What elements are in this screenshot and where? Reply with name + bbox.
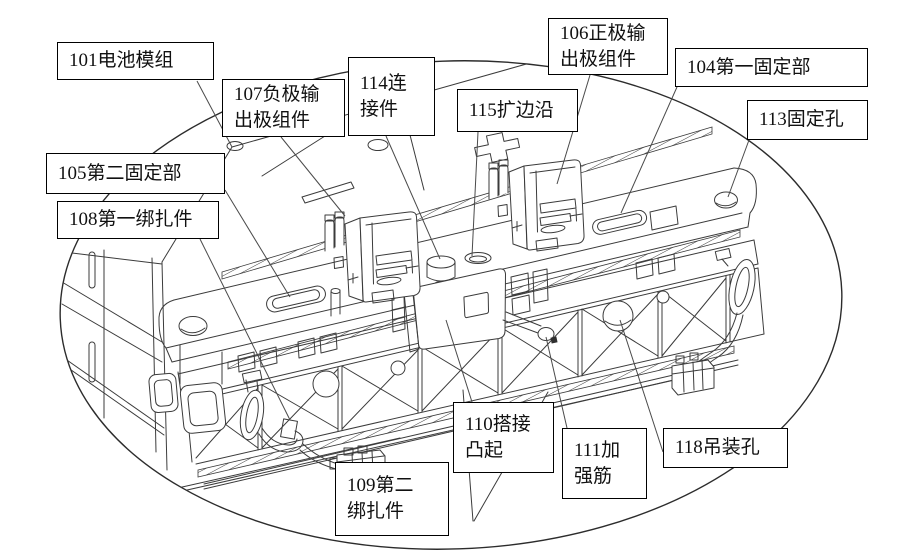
label-text: 绑扎件: [347, 501, 405, 522]
leader-105: [224, 189, 291, 298]
positive-output-assembly: [488, 159, 585, 252]
deck-left-cap: [158, 299, 175, 363]
label-text: 凸起: [465, 439, 504, 461]
label-text: 109第二: [347, 475, 414, 496]
top-face-slot: [301, 181, 355, 204]
expanded-rim: [464, 252, 492, 264]
label-text: 111加: [574, 439, 621, 461]
second-fixing-slot: [266, 285, 326, 313]
battery-module-drawing: [61, 62, 765, 522]
leader-118: [619, 319, 664, 453]
figure-label-101-battery-module: 101电池模组: [57, 42, 214, 80]
leader-111: [545, 336, 568, 429]
deck-right-cap: [733, 167, 757, 228]
lifting-hole: [602, 300, 634, 332]
figure-label-106-positive-output-assembly: 106正极输 出极组件: [548, 18, 668, 75]
platform-edge-right: [409, 134, 425, 191]
label-text: 115扩边沿: [469, 99, 554, 121]
fixing-hole: [714, 191, 738, 209]
label-text: 105第二固定部: [58, 162, 182, 184]
label-text: 113固定孔: [759, 109, 844, 130]
figure-label-115-expanded-rim: 115扩边沿: [457, 89, 578, 132]
figure-label-118-lifting-hole: 118吊装孔: [663, 428, 788, 468]
figure-label-105-second-fixing-part: 105第二固定部: [46, 153, 225, 194]
reinforcing-ribs: [191, 277, 727, 459]
label-text: 强筋: [574, 465, 613, 487]
leader-114: [385, 135, 441, 260]
first-fixing-slot: [592, 209, 648, 235]
leader-108: [199, 238, 291, 421]
label-text: 出极组件: [560, 48, 637, 70]
figure-label-107-negative-output-assembly: 107负极输 出极组件: [222, 79, 345, 137]
leader-lines: [196, 74, 750, 453]
top-face-cross-mark: [474, 132, 521, 163]
label-text: 108第一绑扎件: [69, 209, 193, 230]
label-text: 110搭接: [465, 413, 531, 435]
figure-label-104-first-fixing-part: 104第一固定部: [675, 48, 868, 87]
figure-label-109-second-binding-part: 109第二 绑扎件: [335, 462, 449, 536]
label-text: 101电池模组: [69, 50, 174, 71]
label-text: 114连: [360, 72, 407, 94]
deck-left-hole: [178, 316, 208, 336]
leader-104: [620, 86, 678, 214]
figure-label-111-reinforcing-rib: 111加 强筋: [562, 428, 647, 499]
figure-label-114-connector: 114连 接件: [348, 57, 435, 136]
label-text: 接件: [360, 98, 399, 120]
top-face-oval: [367, 139, 389, 151]
leader-113: [727, 139, 750, 198]
plus-mark: [511, 221, 523, 232]
left-side-face: [61, 249, 179, 491]
left-end-blocks: [179, 344, 227, 434]
leader-115: [471, 131, 479, 257]
label-text: 107负极输: [234, 84, 320, 105]
figure-label-110-lap-protrusion: 110搭接 凸起: [453, 402, 554, 473]
figure-label-108-first-binding-part: 108第一绑扎件: [57, 201, 219, 239]
label-text: 104第一固定部: [687, 56, 811, 78]
platform-edge-left: [261, 135, 326, 177]
label-text: 出极组件: [234, 110, 311, 131]
label-text: 118吊装孔: [675, 437, 760, 458]
figure-label-113-fixing-hole: 113固定孔: [747, 100, 868, 140]
leader-107: [280, 136, 346, 217]
right-strap: [671, 248, 756, 396]
rib-node: [537, 327, 555, 341]
detail-ellipse: [59, 60, 843, 550]
leader-110: [445, 319, 473, 403]
plus-mark: [569, 208, 583, 222]
label-text: 106正极输: [560, 22, 646, 44]
